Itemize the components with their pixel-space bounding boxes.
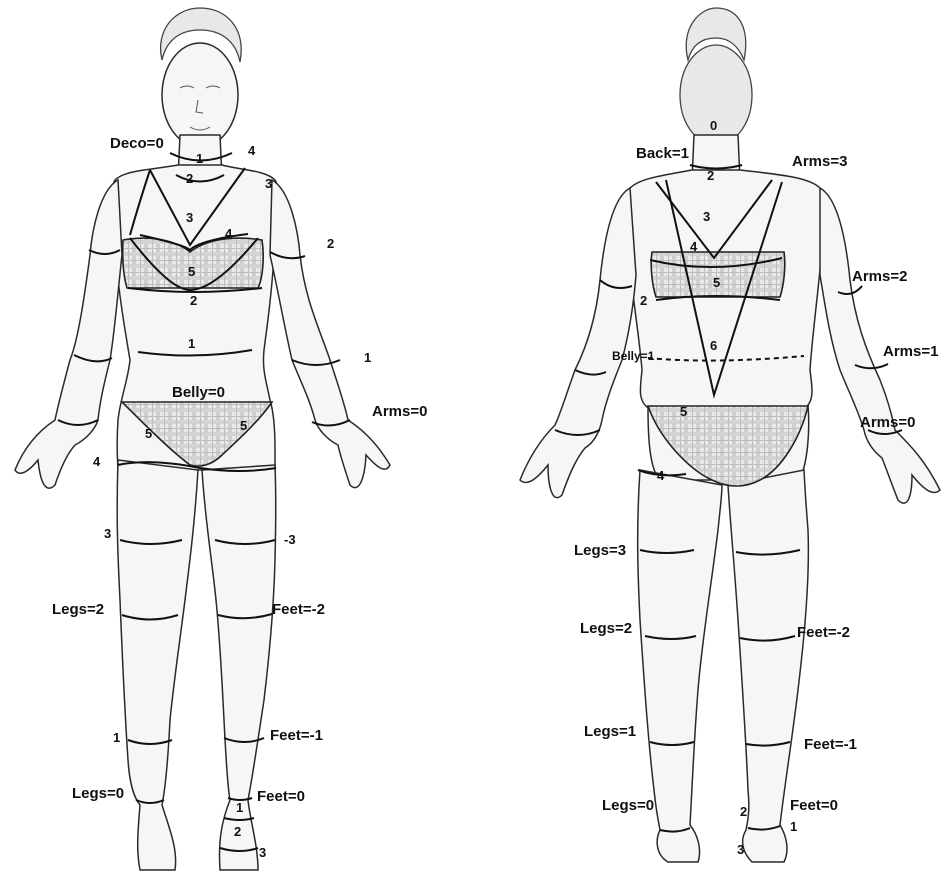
label-back-ankle-2: 2	[740, 804, 747, 819]
label-back-back-1: Back=1	[636, 145, 689, 162]
label-front-shoulder-4: 4	[248, 143, 256, 158]
front-figure	[15, 8, 390, 870]
back-figure	[520, 8, 940, 862]
front-left-leg	[117, 460, 198, 870]
front-right-arm	[270, 180, 390, 488]
label-front-belly: Belly=0	[172, 384, 225, 401]
label-back-arms-0: Arms=0	[860, 414, 915, 431]
label-front-legs-0: Legs=0	[72, 785, 124, 802]
label-front-shin-1: 1	[113, 730, 120, 745]
label-front-bust-5: 5	[188, 264, 195, 279]
label-back-hip-5: 5	[680, 404, 687, 419]
label-back-feet-0: Feet=0	[790, 797, 838, 814]
label-back-hip-4: 4	[657, 468, 665, 483]
label-front-underbust-2: 2	[190, 293, 197, 308]
label-back-legs-2: Legs=2	[580, 620, 632, 637]
label-back-upper-3: 3	[703, 209, 710, 224]
label-front-thigh-neg3: -3	[284, 532, 296, 547]
label-front-legs-2: Legs=2	[52, 601, 104, 618]
label-front-feet-0: Feet=0	[257, 788, 305, 805]
label-front-ankle-1: 1	[236, 800, 243, 815]
label-front-chest-3: 3	[186, 210, 193, 225]
label-back-feet-neg1: Feet=-1	[804, 736, 857, 753]
label-back-upper-4: 4	[690, 239, 698, 254]
label-back-strap-5: 5	[713, 275, 720, 290]
label-back-lower-6: 6	[710, 338, 717, 353]
label-back-head-0: 0	[710, 118, 717, 133]
label-back-arms-3: Arms=3	[792, 153, 847, 170]
label-back-side-2: 2	[640, 293, 647, 308]
label-back-belly-1: Belly=1	[612, 349, 655, 363]
label-front-feet-neg1: Feet=-1	[270, 727, 323, 744]
label-back-legs-0: Legs=0	[602, 797, 654, 814]
label-front-arm-2: 2	[327, 236, 334, 251]
label-back-neck-2: 2	[707, 168, 714, 183]
label-back-feet-neg2: Feet=-2	[797, 624, 850, 641]
label-front-chest-4: 4	[225, 226, 233, 241]
label-back-ankle-1: 1	[790, 819, 797, 834]
label-back-arms-1: Arms=1	[883, 343, 938, 360]
back-left-arm	[520, 188, 636, 498]
label-back-legs-3: Legs=3	[574, 542, 626, 559]
label-front-deco: Deco=0	[110, 135, 164, 152]
label-back-toe-3: 3	[737, 842, 744, 857]
label-front-shoulder-3: 3	[265, 176, 272, 191]
label-front-hip-5-right: 5	[240, 418, 247, 433]
label-front-arm-1: 1	[364, 350, 371, 365]
label-front-hip-5-left: 5	[145, 426, 152, 441]
label-front-thigh-3: 3	[104, 526, 111, 541]
label-front-hip-4: 4	[93, 454, 101, 469]
label-front-neck-2: 2	[186, 171, 193, 186]
label-back-legs-1: Legs=1	[584, 723, 636, 740]
label-back-arms-2: Arms=2	[852, 268, 907, 285]
front-left-arm	[15, 180, 122, 488]
label-front-foot-2: 2	[234, 824, 241, 839]
label-front-waist-1: 1	[188, 336, 195, 351]
label-front-toe-3: 3	[259, 845, 266, 860]
front-head	[162, 43, 238, 147]
label-front-feet-neg2: Feet=-2	[272, 601, 325, 618]
label-front-arms-0: Arms=0	[372, 403, 427, 420]
label-front-neck-1: 1	[196, 151, 203, 166]
